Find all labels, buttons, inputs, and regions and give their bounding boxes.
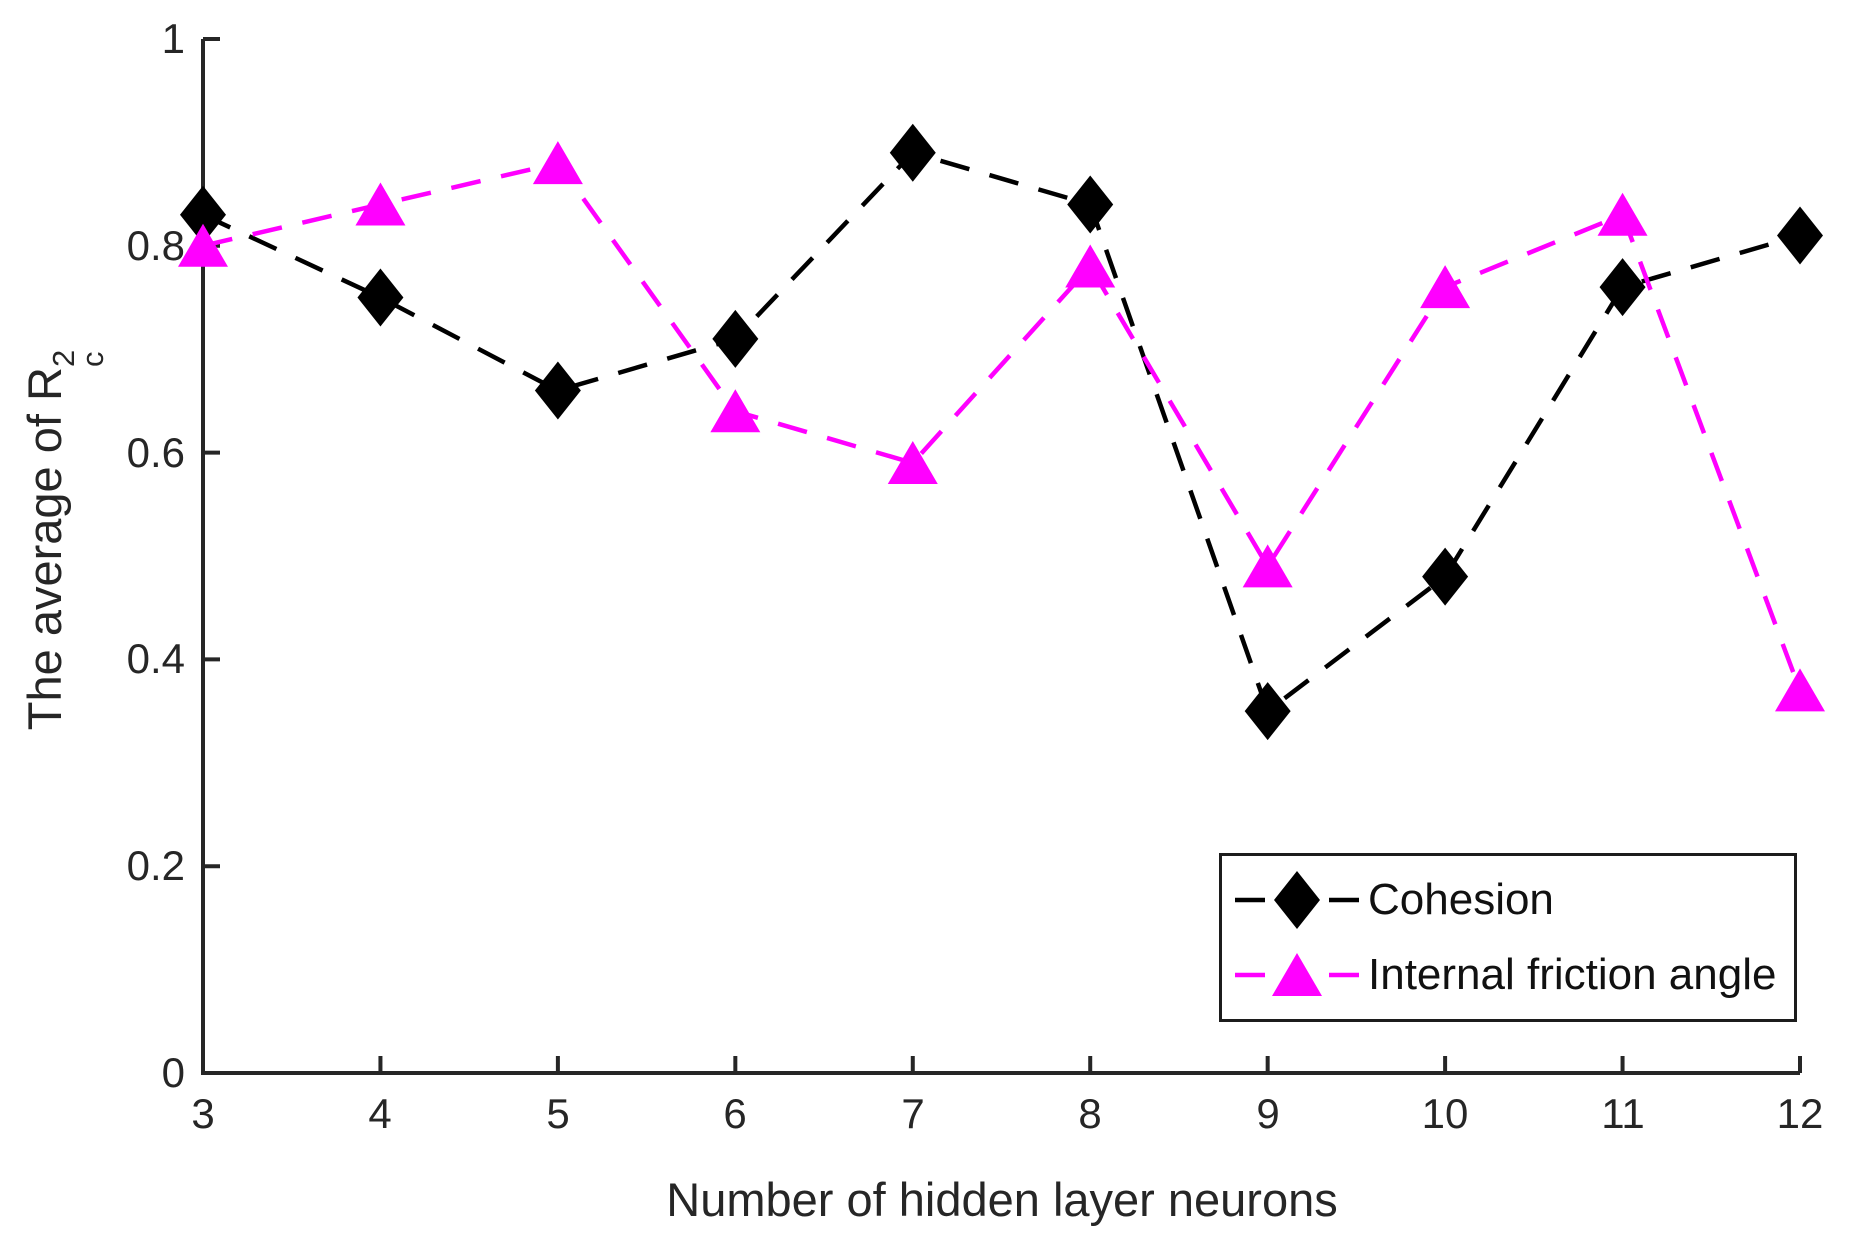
legend-label-internal-friction-angle: Internal friction angle <box>1368 950 1777 999</box>
y-tick-label-0: 0 <box>161 1049 185 1096</box>
x-tick-label-11: 11 <box>1601 1090 1645 1137</box>
x-tick-label-10: 10 <box>1421 1090 1469 1137</box>
legend-item-internal-friction-angle: Internal friction angle <box>1222 944 1794 1006</box>
x-tick-label-8: 8 <box>1078 1090 1102 1137</box>
y-tick-label-1: 1 <box>161 15 185 62</box>
cohesion-line-marker-sample <box>1235 871 1359 929</box>
y-tick-label-0.6: 0.6 <box>126 429 185 476</box>
x-tick-label-3: 3 <box>191 1090 215 1137</box>
x-tick-label-6: 6 <box>723 1090 747 1137</box>
y-tick-label-0.2: 0.2 <box>126 842 185 889</box>
y-tick-label-0.4: 0.4 <box>126 635 185 682</box>
legend-label-cohesion: Cohesion <box>1368 875 1554 924</box>
x-tick-label-9: 9 <box>1256 1090 1280 1137</box>
x-tick-label-12: 12 <box>1776 1090 1824 1137</box>
legend-item-cohesion: Cohesion <box>1222 869 1794 931</box>
x-tick-label-7: 7 <box>901 1090 925 1137</box>
y-axis-label-text: The average of R <box>17 367 71 731</box>
y-tick-label-0.8: 0.8 <box>126 222 185 269</box>
y-axis-label-subscript: c <box>74 351 110 368</box>
x-axis-label: Number of hidden layer neurons <box>666 1173 1338 1226</box>
x-tick-label-4: 4 <box>368 1090 392 1137</box>
x-tick-label-5: 5 <box>546 1090 570 1137</box>
legend: Cohesion Internal friction angle <box>1219 853 1797 1022</box>
internal-friction-angle-line-marker-sample <box>1235 953 1359 996</box>
